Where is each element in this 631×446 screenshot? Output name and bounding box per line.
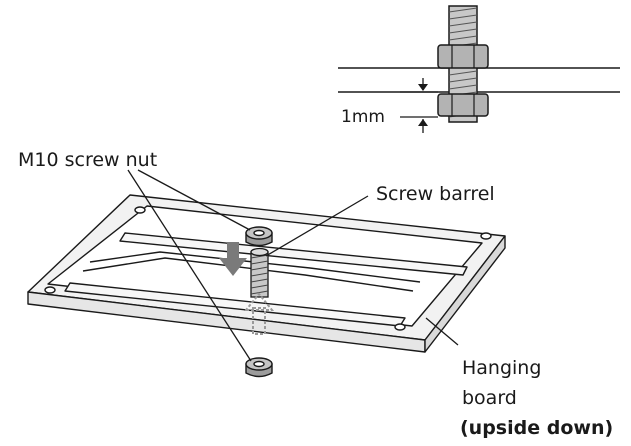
- detail-top-nut: [437, 44, 489, 69]
- corner-hole: [480, 232, 492, 240]
- screw-barrel: [250, 247, 269, 298]
- detail-inset: 1mm: [338, 5, 620, 133]
- solid-down-arrow-icon: [219, 242, 247, 276]
- detail-bottom-nut: [437, 93, 489, 117]
- corner-hole: [44, 286, 56, 294]
- leader-barrel: [265, 195, 369, 257]
- board-upper-panel: [119, 232, 468, 276]
- leader-nut-bottom: [127, 169, 252, 362]
- barrel-label: Screw barrel: [376, 183, 495, 205]
- bottom-screw-nut: [245, 357, 273, 378]
- board-label-note: (upside down): [460, 417, 613, 439]
- board-side-edge: [424, 235, 506, 353]
- corner-hole: [134, 206, 146, 214]
- board-label-line1: Hanging: [462, 357, 541, 379]
- gap-label: 1mm: [341, 107, 385, 127]
- dashed-up-arrow-icon: [243, 292, 275, 335]
- gap-dimension: [400, 78, 438, 133]
- nut-label: M10 screw nut: [18, 149, 157, 171]
- board-label-line2: board: [462, 387, 517, 409]
- top-screw-nut: [245, 226, 273, 247]
- corner-hole: [394, 323, 406, 331]
- leader-nut-top: [137, 169, 251, 231]
- leader-lines: [127, 169, 459, 362]
- leader-board: [425, 317, 459, 346]
